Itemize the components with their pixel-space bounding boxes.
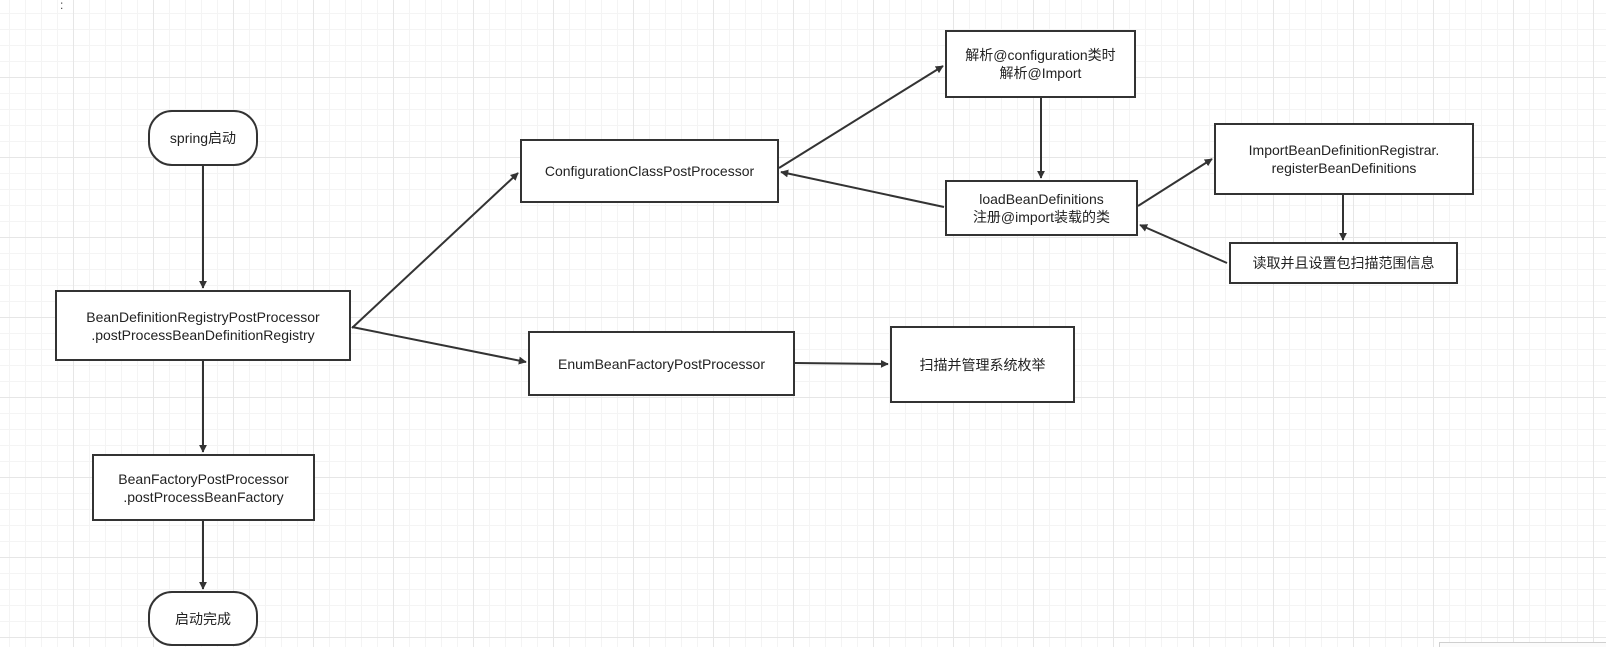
corner-mark: : xyxy=(60,0,64,12)
spring-start-node[interactable]: spring启动 xyxy=(148,110,258,166)
load-bd-label-line-1: loadBeanDefinitions xyxy=(979,191,1104,207)
bdrpp-label-line-1: BeanDefinitionRegistryPostProcessor xyxy=(86,308,320,325)
read-pkg-node[interactable]: 读取并且设置包扫描范围信息 xyxy=(1229,242,1458,284)
load-bd-node[interactable]: loadBeanDefinitions 注册@import装载的类 xyxy=(945,180,1138,236)
bdrpp-label: BeanDefinitionRegistryPostProcessor .pos… xyxy=(86,308,319,344)
ibdr-label: ImportBeanDefinitionRegistrar. registerB… xyxy=(1249,141,1440,177)
edge-bdrpp-to-enum-bfpp xyxy=(351,326,527,365)
start-done-label: 启动完成 xyxy=(175,610,231,627)
edge-load-bd-to-ccpp xyxy=(780,169,945,208)
spring-start-label: spring启动 xyxy=(169,130,237,146)
read-pkg-label: 读取并且设置包扫描范围信息 xyxy=(1252,255,1435,271)
bdrpp-label-line-2: .postProcessBeanDefinitionRegistry xyxy=(91,326,315,343)
canvas-bottom-edge xyxy=(1439,642,1606,647)
ccpp-label: ConfigurationClassPostProcessor xyxy=(544,163,755,179)
ibdr-label-line-2: registerBeanDefinitions xyxy=(1271,160,1417,176)
bfpp-label: BeanFactoryPostProcessor .postProcessBea… xyxy=(118,470,288,506)
ibdr-label-line-1: ImportBeanDefinitionRegistrar. xyxy=(1248,142,1440,158)
ibdr-node[interactable]: ImportBeanDefinitionRegistrar. registerB… xyxy=(1214,123,1474,195)
parse-config-label-line-2: 解析@Import xyxy=(999,65,1082,81)
load-bd-label-line-2: 注册@import装载的类 xyxy=(972,209,1111,225)
enum-bfpp-label: EnumBeanFactoryPostProcessor xyxy=(558,355,765,372)
start-done-node[interactable]: 启动完成 xyxy=(148,591,258,646)
ccpp-node[interactable]: ConfigurationClassPostProcessor xyxy=(520,139,779,203)
load-bd-label: loadBeanDefinitions 注册@import装载的类 xyxy=(973,190,1110,226)
scan-enum-node[interactable]: 扫描并管理系统枚举 xyxy=(890,326,1075,403)
bdrpp-node[interactable]: BeanDefinitionRegistryPostProcessor .pos… xyxy=(55,290,351,361)
edge-read-pkg-to-load-bd xyxy=(1139,224,1228,264)
edge-load-bd-to-ibdr xyxy=(1137,158,1213,207)
bfpp-label-line-1: BeanFactoryPostProcessor xyxy=(118,470,289,487)
edge-bdrpp-to-ccpp xyxy=(351,172,519,329)
bfpp-label-line-2: .postProcessBeanFactory xyxy=(123,488,284,505)
bfpp-node[interactable]: BeanFactoryPostProcessor .postProcessBea… xyxy=(92,454,315,521)
parse-config-label: 解析@configuration类时 解析@Import xyxy=(965,46,1115,82)
scan-enum-label: 扫描并管理系统枚举 xyxy=(919,356,1046,373)
edge-ccpp-to-parse-config xyxy=(778,65,944,169)
parse-config-node[interactable]: 解析@configuration类时 解析@Import xyxy=(945,30,1136,98)
parse-config-label-line-1: 解析@configuration类时 xyxy=(965,47,1116,63)
edge-enum-bfpp-to-scan-enum xyxy=(794,359,889,368)
enum-bfpp-node[interactable]: EnumBeanFactoryPostProcessor xyxy=(528,331,795,396)
